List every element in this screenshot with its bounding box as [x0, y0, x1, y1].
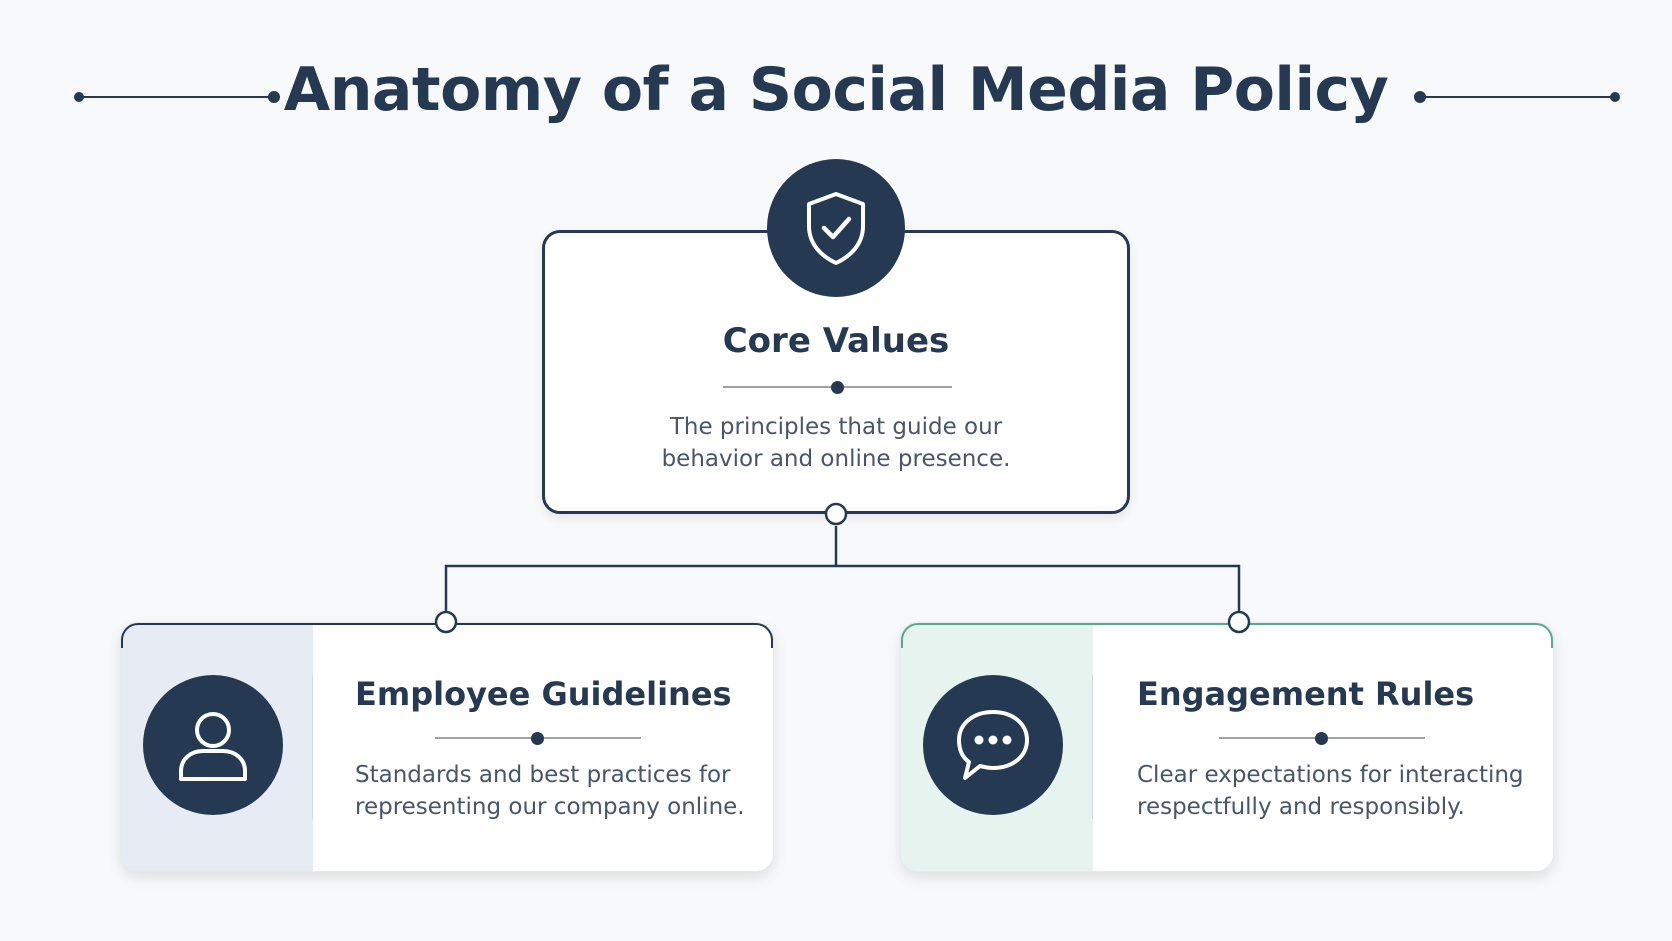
employee-guidelines-card: Employee Guidelines Standards and best p… [120, 622, 774, 872]
employee-guidelines-description: Standards and best practices for represe… [355, 759, 745, 823]
core-values-description: The principles that guide our behavior a… [545, 411, 1127, 475]
shield-check-icon [807, 192, 865, 265]
core-values-title: Core Values [722, 321, 950, 361]
employee-guidelines-icon-badge [143, 675, 283, 815]
core-values-icon-badge [767, 159, 905, 297]
engagement-rules-desc-line1: Clear expectations for interacting [1137, 762, 1524, 788]
title-rule-left-line [78, 96, 274, 98]
title-area: Anatomy of a Social Media Policy [0, 50, 1672, 130]
engagement-rules-desc-line2: respectfully and responsibly. [1137, 794, 1465, 820]
core-values-desc-line1: The principles that guide our [669, 414, 1003, 440]
branch-connector [444, 564, 1241, 622]
engagement-rules-icon-badge [923, 675, 1063, 815]
employee-guidelines-divider-dot [531, 732, 544, 745]
employee-guidelines-title: Employee Guidelines [355, 675, 732, 713]
page-title: Anatomy of a Social Media Policy [283, 55, 1389, 125]
core-values-desc-line2: behavior and online presence. [661, 446, 1011, 472]
engagement-rules-card: Engagement Rules Clear expectations for … [900, 622, 1554, 872]
engagement-rules-title: Engagement Rules [1137, 675, 1475, 713]
engagement-rules-description: Clear expectations for interacting respe… [1137, 759, 1524, 823]
engagement-rules-separator [1092, 675, 1093, 819]
user-icon [179, 712, 247, 781]
engagement-rules-divider-dot [1315, 732, 1328, 745]
title-rule-left-end-dot [74, 92, 84, 102]
chat-bubble-icon [957, 710, 1029, 780]
title-rule-right-line [1420, 96, 1616, 98]
employee-guidelines-desc-line1: Standards and best practices for [355, 762, 731, 788]
employee-guidelines-desc-line2: representing our company online. [355, 794, 745, 820]
title-rule-left-inner-dot [268, 91, 280, 103]
employee-guidelines-separator [312, 675, 313, 819]
title-rule-right-inner-dot [1414, 91, 1426, 103]
engagement-rules-top-border [901, 623, 1553, 648]
title-rule-right-end-dot [1610, 92, 1620, 102]
employee-guidelines-top-border [121, 623, 773, 648]
core-values-divider-dot [831, 381, 844, 394]
